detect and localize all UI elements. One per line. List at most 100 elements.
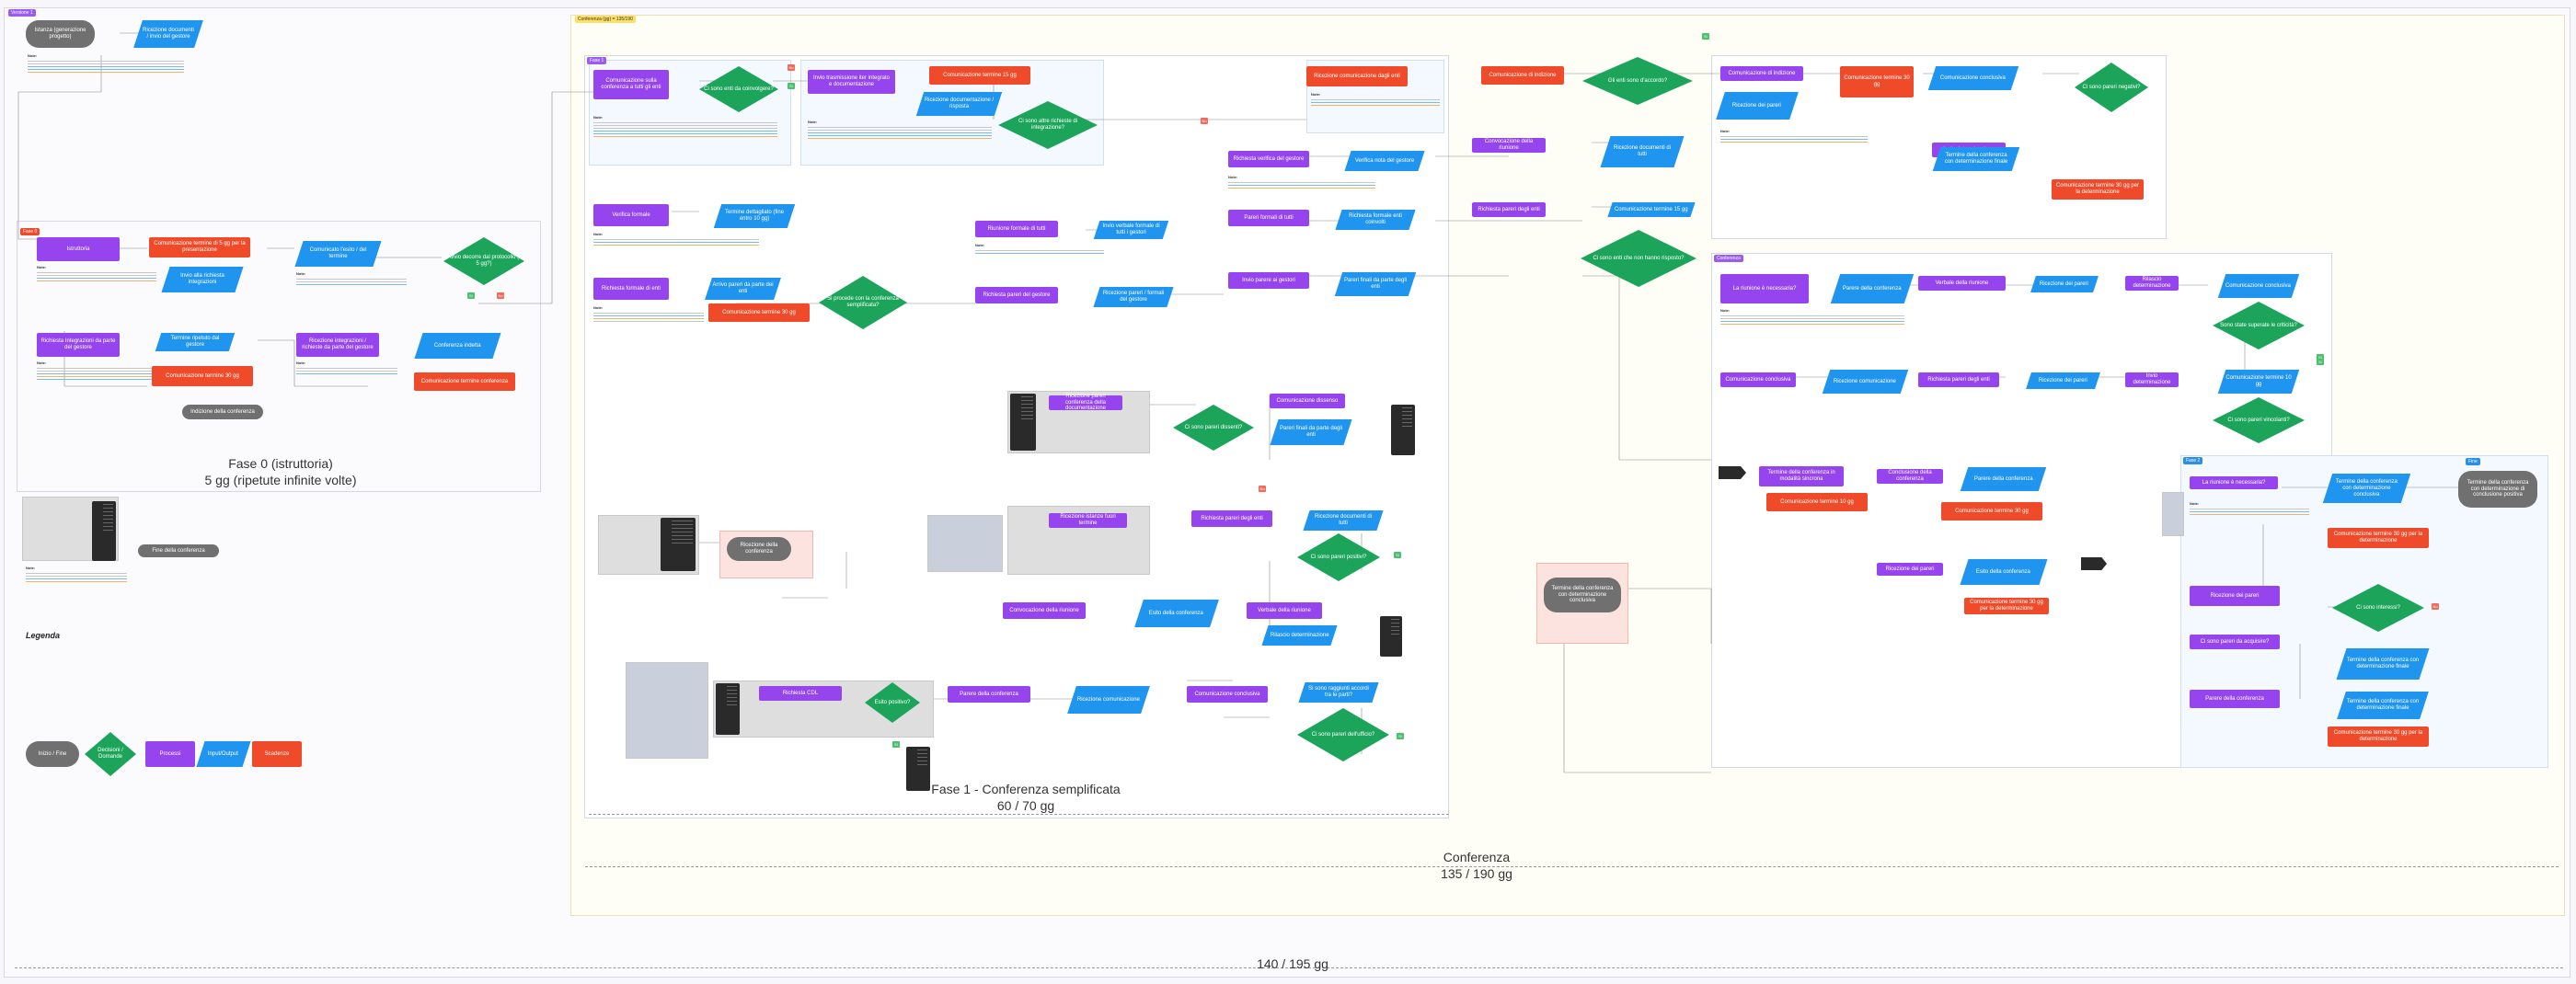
note-conf-a: Note:: [1720, 129, 1868, 144]
comunicaz-termini-deadline: Comunicazione termine 15 gg: [929, 66, 1030, 85]
pareri-finali-io: Pareri finali da parte degli enti: [1334, 272, 1417, 296]
conf-scad8-deadline: Comunicazione termine 30 gg per la deter…: [2328, 727, 2429, 747]
conf-esito-io: Esito della conferenza: [1134, 600, 1219, 627]
conf-parere2-io: Parere della conferenza: [1830, 274, 1915, 303]
note-fase1-a: Note:: [593, 115, 777, 139]
yes-pill-pareri: Sì: [1394, 552, 1401, 558]
fase0-tag: Fase 0: [20, 228, 40, 235]
conf-parere-io: Ricezione comunicazione: [1067, 686, 1150, 714]
conf-scad6-deadline: Comunicazione termine 30 gg per la deter…: [1964, 598, 2049, 614]
conf-io6: Comunicazione termine 10 gg: [2217, 370, 2300, 394]
conf-io9: Termine della conferenza con determinazi…: [2322, 474, 2411, 503]
indizione-terminator: Indizione della conferenza: [182, 405, 263, 419]
arrivo-pareri2-io: Pareri finali da parte degli enti: [1270, 419, 1352, 445]
note-verifica: Note:: [593, 232, 759, 247]
conf-io8: Esito della conferenza: [1960, 559, 2048, 585]
comunicazione-a-process: Comunicazione sulla conferenza a tutti g…: [593, 70, 669, 99]
invio-iter-process: Invio trasmissione iter integrato e docu…: [808, 70, 895, 94]
fine-tag: Fine: [2466, 458, 2480, 465]
conf-proc4: Invio determinazione: [2125, 372, 2179, 387]
ricezione-doc-io: Ricezione documentazione / risposta: [915, 92, 1003, 116]
conf-proc6: La riunione è necessaria?: [2190, 476, 2278, 489]
note-pareri: Note:: [1228, 175, 1375, 190]
legend-title: Legenda: [26, 631, 61, 640]
termine-nuove-io: Termine ripetuto dal gestore: [155, 333, 236, 351]
conf-convoc-process: Convocazione della riunione: [1003, 602, 1086, 619]
conf-scad-process: Parere della conferenza: [948, 686, 1030, 703]
conf-io11: Termine della conferenza con determinazi…: [2337, 692, 2429, 719]
no-pill-confc: No: [2432, 603, 2439, 610]
note-richiesta: Note:: [37, 360, 156, 382]
confc-tag: Fase 2: [2183, 457, 2203, 464]
screen-box5: [716, 683, 740, 735]
conf-verbale-process: Verbale della riunione: [1247, 602, 1322, 619]
verifica-process: Verifica formale: [593, 204, 669, 226]
conf-fine3-process: Conclusione della conferenza: [1877, 469, 1943, 484]
screen-box3: [661, 518, 696, 571]
conf-indizione-deadline: Comunicazione di indizione: [1481, 66, 1564, 85]
note-fase1-b: Note:: [808, 120, 992, 141]
conferenza-title: Conferenza: [1443, 850, 1511, 864]
screen-low: [1380, 616, 1402, 657]
conf-comunic-process: Comunicazione conclusiva: [1187, 686, 1268, 703]
start-terminator: Istanza (generazione progetto): [26, 20, 95, 48]
conf-scad3-deadline: Comunicazione termine 30 gg per la deter…: [2052, 179, 2144, 200]
richiesta-gestore-process: Richiesta Integrazioni da parte del gest…: [37, 333, 120, 357]
grey-box1-process: Ricezione pareri conferenza della docume…: [1049, 394, 1122, 411]
yes-pill-f0: Sì: [467, 292, 475, 299]
total-duration: 140 / 195 gg: [1257, 956, 1328, 971]
note-enti: Note:: [593, 305, 704, 324]
scadenza-perm-deadline: Comunicazione termine conferenza: [414, 372, 515, 391]
scadenza-5gg-deadline: Comunicazione termine di 5 gg per la pre…: [149, 237, 250, 257]
arrivo-pareri-deadline: Comunicazione termine 30 gg: [708, 303, 810, 322]
invio-verbale-io: Invio verbale formale di tutti i gestori: [1093, 221, 1169, 239]
note-riunione: Note:: [975, 243, 1104, 256]
yes-pill-confb: Sì: [2317, 354, 2324, 360]
yes-pill-confb2: Sì: [2317, 359, 2324, 365]
note-grey-left: [626, 662, 708, 759]
conf-scad4-deadline: Comunicazione termine 10 gg: [1766, 493, 1868, 511]
fase1-line: [589, 814, 1449, 815]
pareri-formali-process: Pareri formali di tutti: [1228, 210, 1309, 226]
conf-ril-process: Rilascio determinazione: [2125, 276, 2179, 291]
pink-left-terminator: Ricezione della conferenza: [727, 537, 791, 561]
screen-bottom: [906, 747, 930, 791]
grey-box4-terminator: Fine della conferenza: [138, 544, 219, 557]
comunicato-io: Comunicato l'esito / del termine: [294, 241, 382, 267]
conf-ric-doc-io: Ricezione documenti di tutti: [1600, 136, 1685, 167]
conferenza-indetta-io: Conferenza indetta: [414, 333, 501, 359]
conf-proc9: Parere della conferenza: [2190, 690, 2280, 708]
fine-terminator: Termine della conferenza con determinazi…: [2458, 471, 2537, 508]
no-pill-f0: No: [497, 292, 504, 299]
screen-mid: [1391, 405, 1415, 455]
conf-io7: Parere della conferenza: [1960, 467, 2047, 491]
enti-esp-process: Richiesta formale di enti: [593, 278, 669, 300]
fase1-title: Fase 1 - Conferenza semplificata: [931, 782, 1121, 796]
note-left: Note:: [26, 566, 127, 584]
rif-cdl-process: Richiesta CDL: [759, 686, 842, 701]
conf-verbale2-process: Verbale della riunione: [1918, 276, 2006, 291]
conf-proc7: Ricezione dei pareri: [2190, 586, 2280, 606]
note-conf-c: Note:: [2190, 501, 2309, 517]
yes-pill-conf2: Sì: [1702, 33, 1709, 40]
conf-io3: Comunicazione conclusiva: [2217, 274, 2300, 298]
conferenza-tag: Conferenza (gg) = 135/190: [575, 16, 636, 23]
conf-dark-tag: [1719, 466, 1746, 479]
conf-ril-io: Rilascio determinazione: [1261, 625, 1338, 646]
conf-ind-process: Comunicazione di indizione: [1720, 66, 1803, 81]
richiesta-verifica-process: Richiesta verifica del gestore: [1228, 151, 1309, 167]
yes-pill-f1a: Sì: [788, 83, 795, 89]
note-ricezione: Note:: [296, 360, 397, 376]
yes-pill-conf: Sì: [1397, 733, 1404, 739]
note-conf-b: Note:: [1720, 308, 1904, 326]
total-line: [15, 967, 2563, 968]
no-pill-f1b: No: [1201, 118, 1208, 124]
note-grey-right: [2162, 492, 2184, 536]
note-fase1-c: Note:: [1311, 92, 1440, 108]
conf-dark-tag2: [2081, 557, 2107, 570]
conferenza-line: [585, 866, 2559, 867]
istruttoria-process: Istruttoria: [37, 237, 120, 261]
no-pill-f1a: No: [788, 64, 795, 71]
conf-finale-io: Termine della conferenza con determinazi…: [1932, 147, 2020, 171]
